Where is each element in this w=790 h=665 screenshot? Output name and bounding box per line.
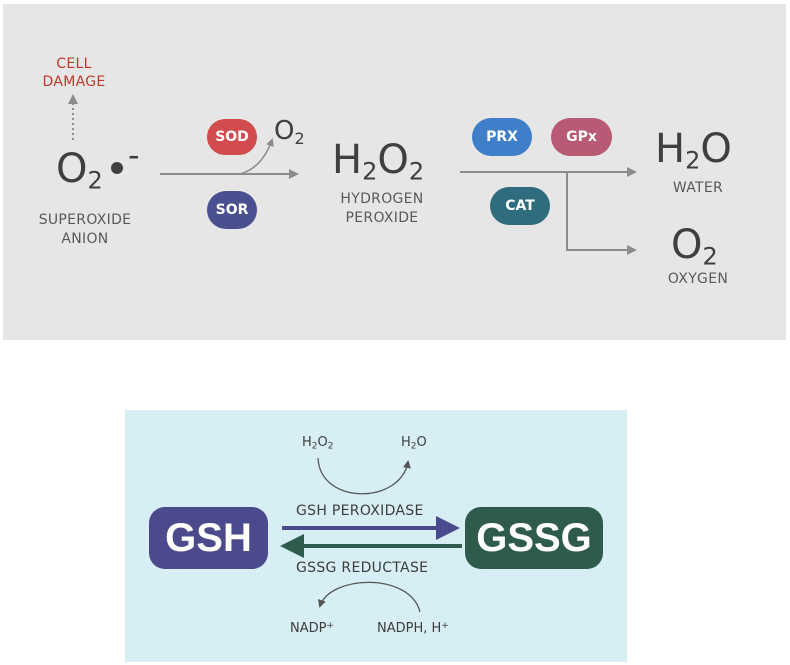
hydrogen-peroxide-label-line-1: HYDROGEN [340, 191, 424, 207]
nadph-reactant: NADPH, H+ [377, 621, 449, 637]
hydrogen-peroxide-formula: H2O2 [332, 137, 425, 186]
prx-enzyme-badge: PRX [472, 118, 532, 156]
cell-damage-line-1: CELL [56, 56, 92, 72]
h2o-product: H2O [401, 435, 427, 452]
water-label: WATER [672, 180, 724, 196]
oxygen-formula: O2 [671, 222, 718, 271]
ros-pathway-panel [3, 4, 786, 340]
cell-damage-line-2: DAMAGE [42, 74, 106, 90]
superoxide-formula: O2 [56, 146, 103, 195]
gssg-reductase-label: GSSG REDUCTASE [296, 560, 429, 576]
oxygen-label: OXYGEN [667, 271, 729, 287]
gssg-box: GSSG [465, 507, 603, 569]
gpx-enzyme-badge: GPx [551, 118, 612, 156]
sod-enzyme-badge: SOD [207, 119, 257, 155]
superoxide-label: SUPEROXIDE ANION [26, 211, 144, 249]
hydrogen-peroxide-label: HYDROGEN PEROXIDE [323, 190, 441, 228]
h2o2-reactant: H2O2 [302, 435, 334, 452]
hydrogen-peroxide-label-line-2: PEROXIDE [345, 210, 419, 226]
cat-enzyme-badge: CAT [490, 187, 550, 225]
gsh-peroxidase-label: GSH PEROXIDASE [296, 503, 424, 519]
cell-damage-label: CELL DAMAGE [37, 55, 111, 91]
peroxide-to-oxygen-arrow [566, 172, 637, 255]
water-formula: H2O [655, 126, 732, 175]
o2-release-arrow [239, 138, 274, 175]
nadp-product: NADP+ [290, 621, 335, 637]
gsh-box: GSH [149, 507, 268, 569]
o2-byproduct: O2 [274, 116, 305, 148]
superoxide-label-line-1: SUPEROXIDE [38, 212, 132, 228]
sor-enzyme-badge: SOR [207, 191, 257, 229]
h2o2-to-h2o-curve [317, 457, 411, 495]
nadph-to-nadp-curve [318, 581, 421, 613]
radical-dot-icon [111, 162, 123, 174]
superoxide-label-line-2: ANION [61, 231, 109, 247]
superoxide-charge: - [128, 136, 140, 174]
